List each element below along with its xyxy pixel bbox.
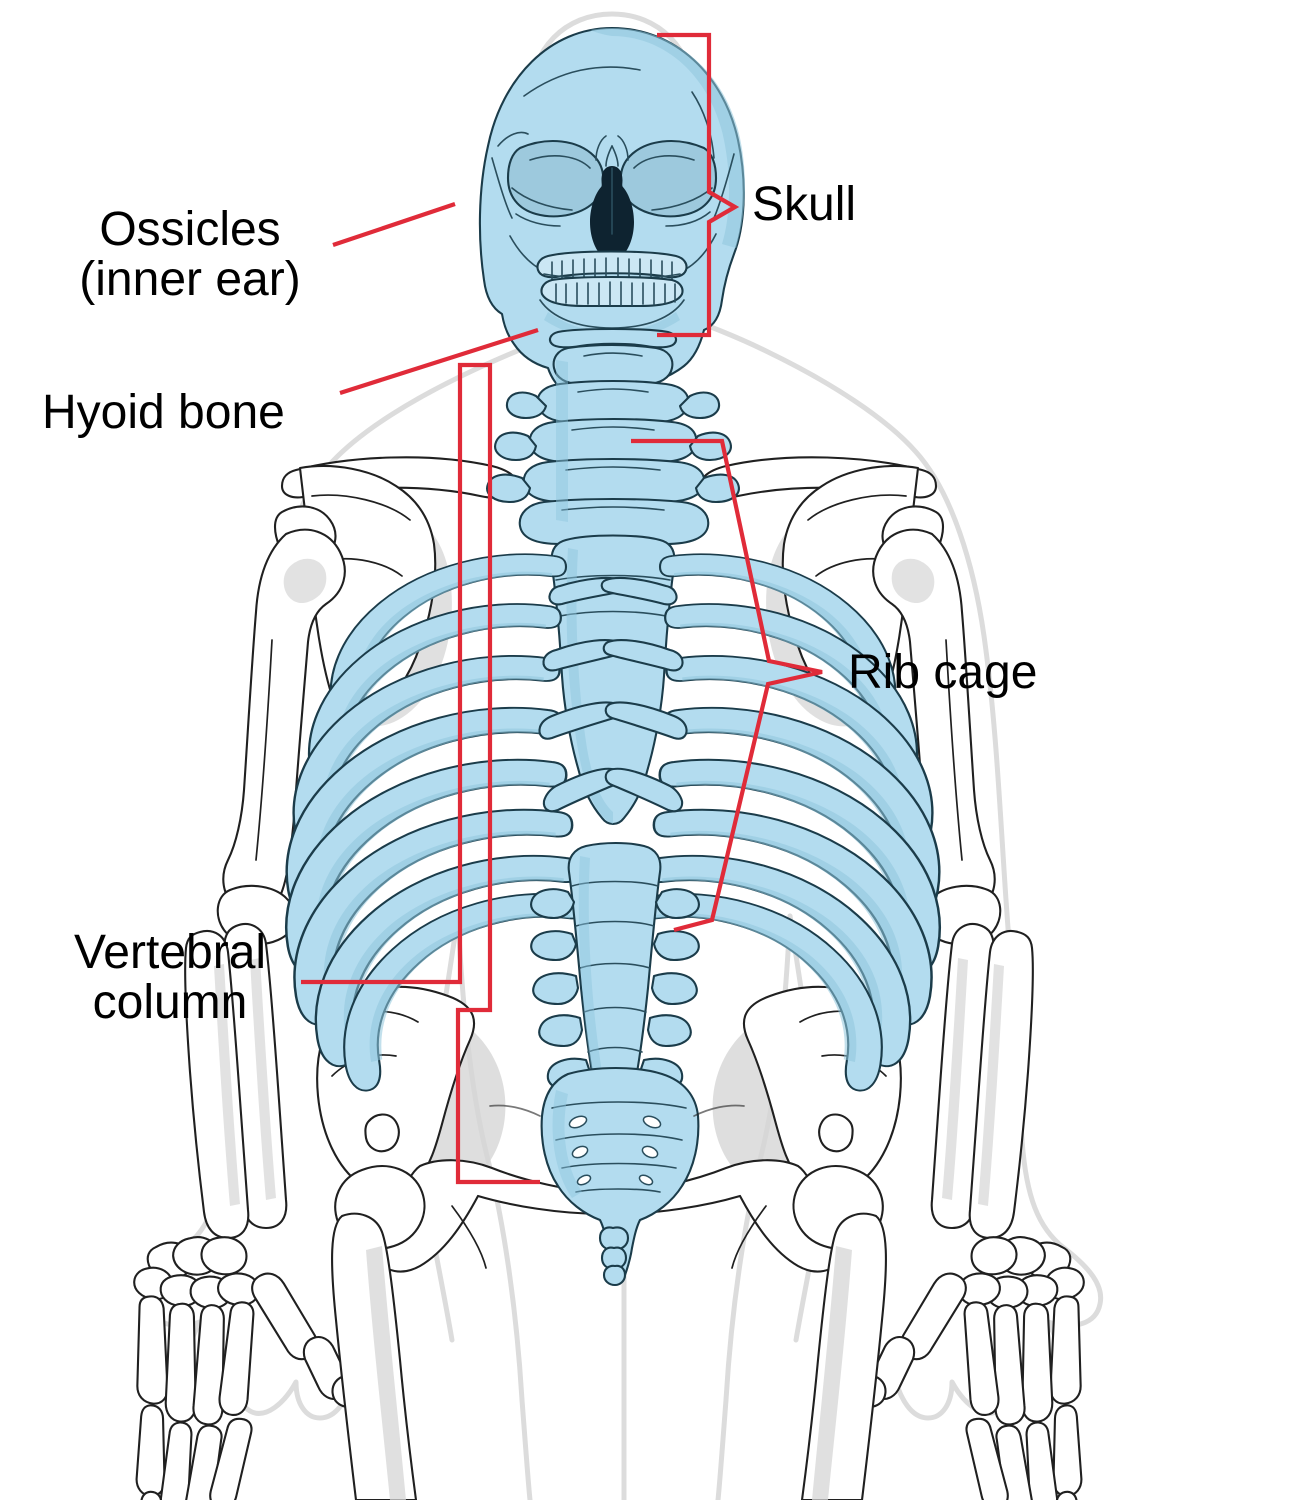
sacrum-coccyx	[540, 1066, 700, 1287]
skull-label: Skull	[752, 178, 857, 231]
skull-bones	[478, 26, 745, 410]
rib-cage-label: Rib cage	[848, 646, 1038, 699]
axial-skeleton-highlighted	[286, 26, 942, 1287]
ossicles-label: Ossicles (inner ear)	[79, 203, 301, 306]
cervical-vertebrae	[486, 343, 740, 546]
hyoid-bone-label: Hyoid bone	[42, 386, 285, 439]
vertebral-column-label: Vertebral column	[73, 926, 267, 1029]
sternum	[550, 534, 676, 826]
leader-lines	[301, 32, 823, 1185]
rib-cage	[286, 553, 942, 1092]
